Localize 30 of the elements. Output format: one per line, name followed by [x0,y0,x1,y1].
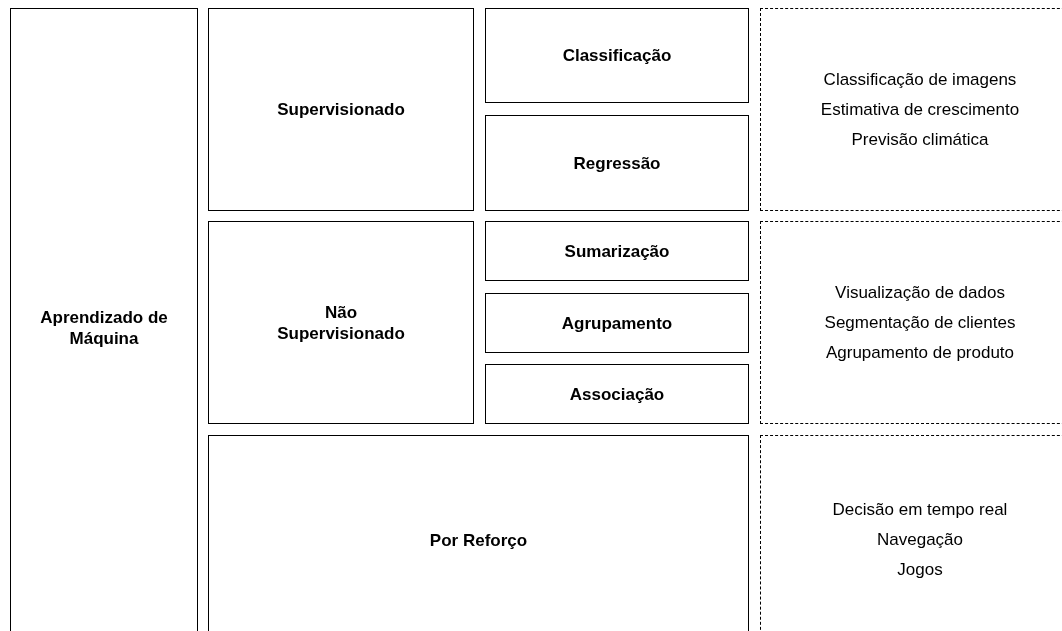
category-label: Classificação [562,45,672,66]
example-text: Classificação de imagens [823,69,1017,90]
category-label: Supervisionado [277,99,405,120]
example-text: Estimativa de crescimento [820,99,1020,120]
examples-box [760,435,1062,631]
examples-box [760,221,1062,424]
category-box [208,221,474,424]
examples-box [760,8,1062,211]
category-label: Aprendizado de Máquina [39,307,169,349]
category-label: Associação [569,383,665,405]
example-text: Navegação [877,530,963,550]
category-box [485,115,749,211]
category-box [485,293,749,353]
category-label: Não Supervisionado [276,301,406,344]
example-text: Agrupamento de produto [825,342,1015,363]
category-label: Por Reforço [429,529,528,551]
category-label: Regressão [573,152,661,174]
category-box [485,364,749,424]
category-label: Sumarização [564,240,670,262]
category-box [208,435,749,631]
example-text: Decisão em tempo real [832,500,1008,520]
category-box [208,8,474,211]
category-box [485,221,749,281]
root-category-box [10,8,198,631]
example-text: Previsão climática [851,129,989,150]
example-text: Jogos [897,560,943,580]
category-box [485,8,749,103]
example-text: Segmentação de clientes [824,312,1016,333]
category-label: Agrupamento [561,312,673,334]
example-text: Visualização de dados [835,282,1005,303]
